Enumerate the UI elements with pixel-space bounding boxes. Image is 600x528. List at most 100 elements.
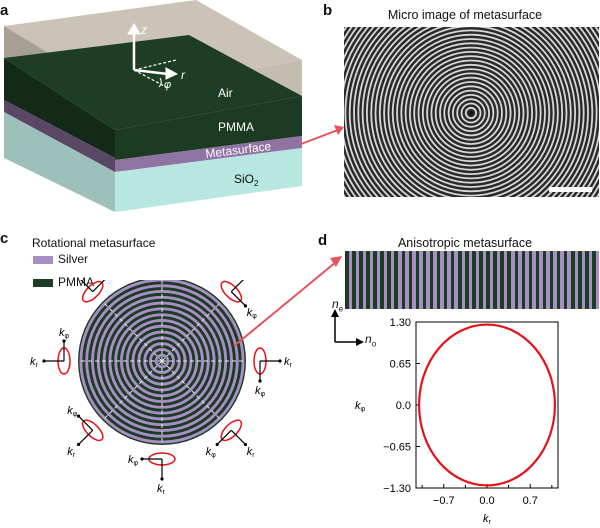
micro-ring	[452, 94, 491, 133]
stripe	[397, 251, 402, 309]
micro-ring	[430, 72, 512, 154]
micro-center	[469, 111, 473, 115]
micro-ring	[400, 42, 542, 184]
silver-ring	[148, 347, 176, 375]
r-axis-label: r	[181, 68, 186, 82]
x-tick-label: 0.7	[523, 495, 538, 507]
k-r-label: kr	[284, 356, 293, 369]
stripe	[405, 251, 409, 309]
stripe	[447, 251, 451, 309]
silver-ring	[114, 313, 210, 409]
micro-ring	[404, 46, 538, 180]
k-r-arrowhead	[76, 442, 81, 447]
stripe	[422, 251, 427, 309]
silver-ring	[79, 280, 245, 444]
stripe	[415, 251, 420, 309]
stripe	[578, 251, 582, 309]
stripe	[535, 251, 540, 309]
silver-ring	[91, 290, 233, 432]
legend-swatch-pmma	[33, 279, 53, 287]
stripe	[585, 251, 589, 309]
stripe	[359, 251, 363, 309]
sio2-label: SiO2	[234, 172, 259, 188]
micro-ring	[391, 33, 551, 193]
stripe	[443, 251, 448, 309]
iso-frequency-contour	[417, 323, 557, 487]
micro-image	[344, 27, 599, 197]
stripe	[436, 251, 441, 309]
micro-ring	[464, 106, 478, 120]
metasurface-layer-right	[115, 136, 302, 172]
k-phi-arrowhead	[140, 457, 144, 461]
pointer-arrow-c-to-d	[233, 256, 342, 347]
stripe	[454, 251, 458, 309]
x-tick-label: 0.0	[479, 495, 494, 507]
stripe	[549, 251, 554, 309]
k-r-arrowhead	[42, 359, 46, 363]
stripe	[362, 251, 367, 309]
concentric-rings-image	[344, 27, 599, 197]
k-phi-label: kφ	[247, 307, 257, 320]
coordinate-axes	[127, 23, 179, 89]
k-r-label: kr	[157, 483, 166, 496]
k-phi-arrowhead	[215, 442, 219, 447]
stripe	[401, 251, 406, 309]
stripe	[528, 251, 533, 309]
k-phi-label: kφ	[255, 385, 266, 398]
stripe	[486, 251, 490, 309]
k-phi-label: kφ	[128, 454, 139, 467]
n-axes	[331, 309, 364, 346]
rotational-metasurface-diagram: krkφkrkφkrkφkrkφkrkφkrkφkrkφkrkφ	[30, 280, 293, 496]
stripe	[387, 251, 391, 309]
stripe	[532, 251, 536, 309]
x-tick-label: −0.7	[433, 495, 455, 507]
stripe	[468, 251, 473, 309]
micro-ring	[387, 29, 555, 197]
stripe	[390, 251, 395, 309]
stripe	[539, 251, 543, 309]
micro-ring	[366, 27, 576, 197]
stripe	[592, 251, 596, 309]
y-tick-label: −0.65	[383, 442, 411, 454]
k-vector-group: kr kφ	[253, 347, 293, 398]
k-r-label: kr	[247, 446, 256, 459]
y-tick-label: −1.30	[383, 483, 411, 495]
stripe	[482, 251, 487, 309]
stripe	[426, 251, 430, 309]
sio2-layer-right	[115, 148, 302, 212]
layer-stack-diagram: z r φ Air PMMA Metasurface SiO2	[4, 0, 302, 212]
k-phi-arrowhead	[243, 304, 248, 308]
legend-title: Rotational metasurface	[32, 236, 156, 250]
stripe	[574, 251, 579, 309]
stripe	[394, 251, 398, 309]
micro-ring	[383, 27, 559, 197]
k-phi-arrow	[230, 291, 246, 307]
k-phi-label: kφ	[59, 327, 70, 340]
micro-ring	[370, 27, 572, 197]
stripe	[458, 251, 462, 309]
micro-ring	[357, 27, 585, 197]
anisotropic-title: Anisotropic metasurface	[397, 236, 533, 250]
micro-ring	[344, 27, 598, 197]
stripe	[450, 251, 455, 309]
silver-ring	[119, 319, 204, 403]
radial-guide	[102, 301, 163, 362]
stripe	[567, 251, 571, 309]
stripe	[472, 251, 476, 309]
x-axis-label: kr	[483, 513, 492, 526]
panel-a-label: a	[0, 2, 9, 19]
k-phi-arrow	[92, 280, 106, 293]
stripe	[546, 251, 550, 309]
stripe	[433, 251, 437, 309]
legend-label-silver: Silver	[58, 252, 89, 266]
stripe	[500, 251, 504, 309]
y-tick-label: 0.65	[390, 359, 411, 371]
k-r-arrow	[80, 280, 94, 293]
stripe	[412, 251, 416, 309]
z-axis-label: z	[140, 23, 147, 37]
stripe	[376, 251, 381, 309]
silver-ring	[154, 353, 170, 369]
